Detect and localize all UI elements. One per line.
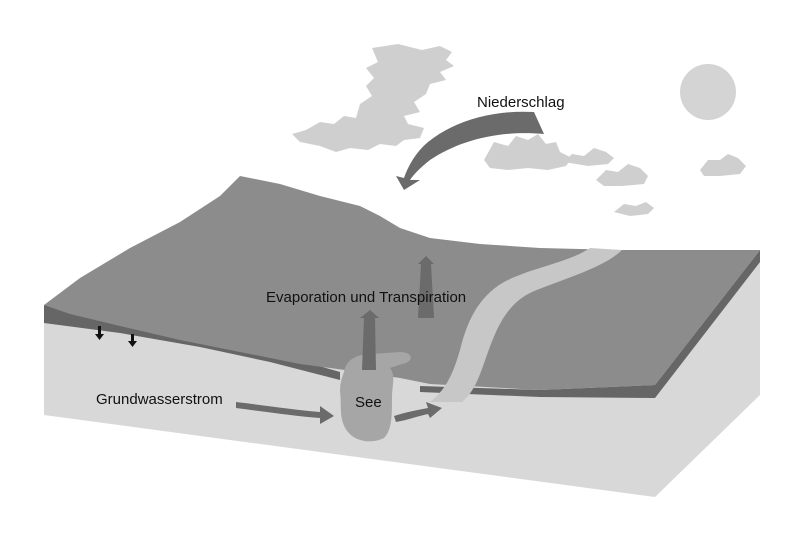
sun-icon (680, 64, 736, 120)
evaporation-arrow-icon (360, 310, 379, 370)
groundwater-in-arrow-icon (236, 402, 334, 424)
transpiration-arrow-icon (418, 256, 434, 318)
label-groundwater: Grundwasserstrom (96, 391, 223, 408)
label-evaporation: Evaporation und Transpiration (266, 289, 466, 306)
precipitation-arrow-icon (396, 111, 544, 190)
cloud-icon (292, 44, 746, 216)
percolation-arrow-icon (95, 326, 137, 347)
lake (340, 352, 411, 442)
label-precipitation: Niederschlag (477, 94, 565, 111)
label-lake: See (355, 394, 382, 411)
outflow-arrow-icon (394, 402, 442, 422)
ground-edge-layer-right (420, 250, 760, 398)
ground-top (44, 176, 760, 390)
river (430, 248, 622, 402)
